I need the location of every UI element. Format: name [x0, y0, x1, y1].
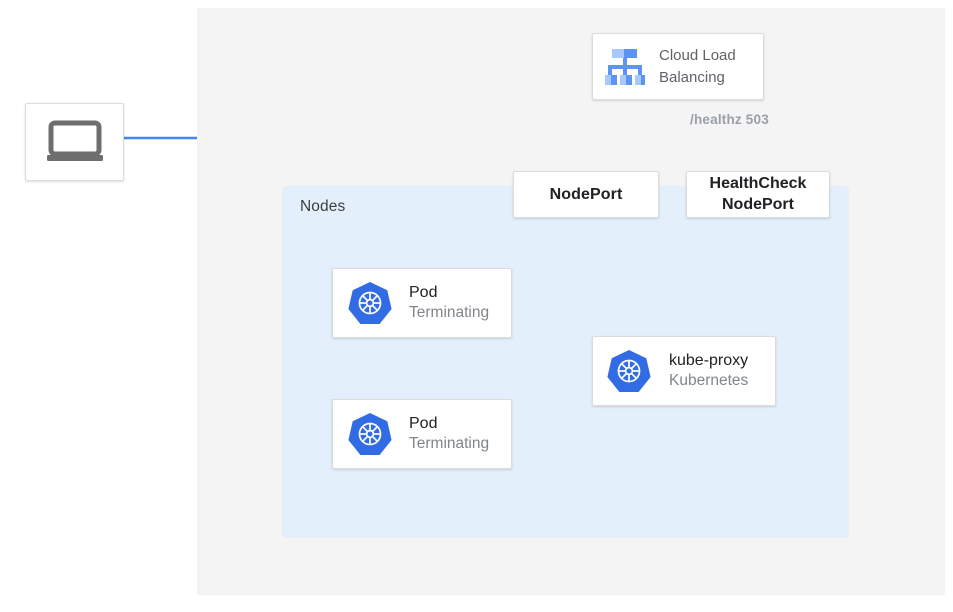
kube-proxy-title: kube-proxy — [669, 352, 749, 370]
kube-proxy-text-group: kube-proxy Kubernetes — [669, 350, 748, 392]
pod-text-group: Pod Terminating — [409, 413, 489, 455]
pod-node-2[interactable]: Pod Terminating — [332, 399, 512, 469]
cloud-load-balancing-label: Cloud Load Balancing — [659, 47, 736, 86]
client-node[interactable] — [25, 103, 124, 181]
kubernetes-icon — [606, 348, 652, 394]
pod-title: Pod — [409, 284, 438, 302]
pod-status: Terminating — [409, 435, 490, 453]
kubernetes-icon — [347, 411, 393, 457]
kubernetes-icon — [347, 280, 393, 326]
kube-proxy-node[interactable]: kube-proxy Kubernetes — [592, 336, 776, 406]
nodeport-label: NodePort — [549, 185, 623, 203]
healthz-edge-label: /healthz 503 — [690, 112, 769, 127]
healthcheck-nodeport-label: HealthCheck NodePort — [709, 175, 807, 213]
pod-title: Pod — [409, 415, 438, 433]
pod-node-1[interactable]: Pod Terminating — [332, 268, 512, 338]
healthcheck-nodeport-node[interactable]: HealthCheck NodePort — [686, 171, 830, 218]
kube-proxy-subtitle: Kubernetes — [669, 372, 749, 390]
cloud-load-balancing-node[interactable]: Cloud Load Balancing — [592, 33, 764, 100]
pod-status: Terminating — [409, 304, 490, 322]
cloud-load-balancing-icon — [603, 45, 647, 89]
laptop-icon — [46, 120, 104, 164]
nodes-region-label: Nodes — [300, 198, 346, 215]
nodeport-node[interactable]: NodePort — [513, 171, 659, 218]
pod-text-group: Pod Terminating — [409, 282, 489, 324]
